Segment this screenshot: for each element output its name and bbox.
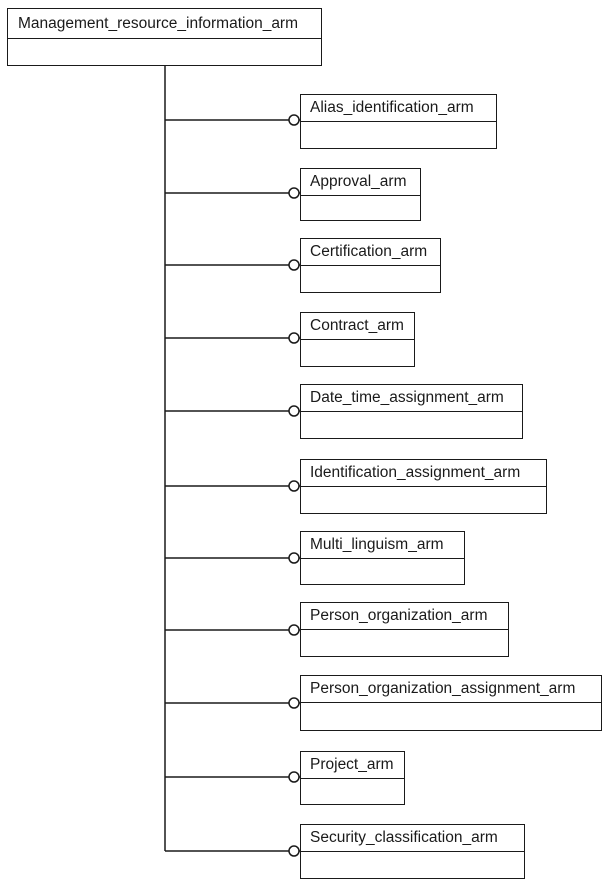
optional-relationship-circle <box>288 259 300 271</box>
child-entity-box-alias-identification: Alias_identification_arm <box>300 94 497 149</box>
child-entity-box-person-organization: Person_organization_arm <box>300 602 509 657</box>
child-entity-box-multi-linguism: Multi_linguism_arm <box>300 531 465 585</box>
optional-relationship-circle <box>288 114 300 126</box>
root-entity-label: Management_resource_information_arm <box>8 9 321 39</box>
child-entity-box-contract: Contract_arm <box>300 312 415 367</box>
optional-relationship-circle <box>288 771 300 783</box>
child-entity-label: Certification_arm <box>301 239 440 266</box>
child-entity-label: Project_arm <box>301 752 404 779</box>
child-entity-label: Security_classification_arm <box>301 825 524 852</box>
child-entity-box-person-organization-assignment: Person_organization_assignment_arm <box>300 675 602 731</box>
optional-relationship-circle <box>288 845 300 857</box>
child-entity-box-security-classification: Security_classification_arm <box>300 824 525 879</box>
child-entity-box-approval: Approval_arm <box>300 168 421 221</box>
child-entity-label: Identification_assignment_arm <box>301 460 546 487</box>
optional-relationship-circle <box>288 697 300 709</box>
child-entity-label: Date_time_assignment_arm <box>301 385 522 412</box>
child-entity-label: Approval_arm <box>301 169 420 196</box>
root-entity-box: Management_resource_information_arm <box>7 8 322 66</box>
child-entity-box-certification: Certification_arm <box>300 238 441 293</box>
child-entity-box-project: Project_arm <box>300 751 405 805</box>
child-entity-label: Person_organization_assignment_arm <box>301 676 601 703</box>
optional-relationship-circle <box>288 187 300 199</box>
optional-relationship-circle <box>288 624 300 636</box>
optional-relationship-circle <box>288 480 300 492</box>
child-entity-box-identification-assignment: Identification_assignment_arm <box>300 459 547 514</box>
child-entity-box-date-time-assignment: Date_time_assignment_arm <box>300 384 523 439</box>
child-entity-label: Contract_arm <box>301 313 414 340</box>
connector-lines <box>164 66 300 857</box>
child-entity-label: Multi_linguism_arm <box>301 532 464 559</box>
optional-relationship-circle <box>288 552 300 564</box>
optional-relationship-circle <box>288 332 300 344</box>
child-entity-label: Person_organization_arm <box>301 603 508 630</box>
child-entity-label: Alias_identification_arm <box>301 95 496 122</box>
optional-relationship-circle <box>288 405 300 417</box>
